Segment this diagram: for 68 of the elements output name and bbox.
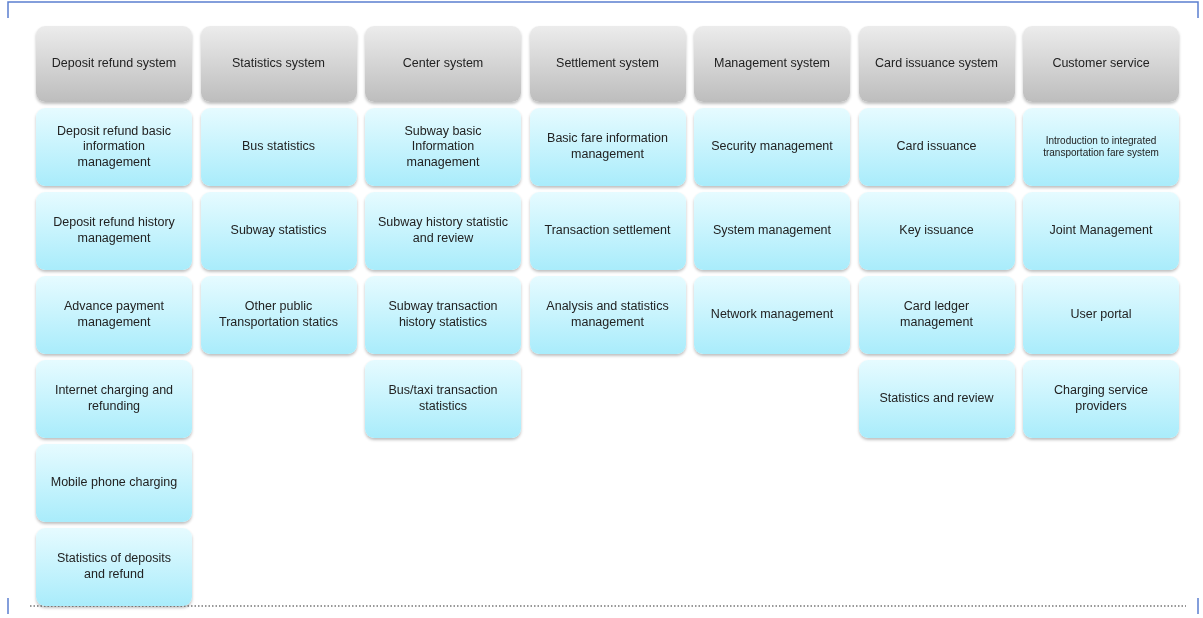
- function-box: [36, 192, 192, 270]
- function-label: Advance payment management: [62, 299, 166, 331]
- function-box: [529, 192, 686, 270]
- system-title: Management system: [714, 56, 830, 72]
- function-label: Subway basic Information management: [403, 123, 483, 171]
- function-label: System management: [712, 223, 832, 239]
- function-label: Analysis and statistics management: [545, 299, 670, 331]
- function-label: Bus statistics: [242, 139, 315, 155]
- function-box: [694, 192, 850, 270]
- system-header-box: [365, 26, 521, 102]
- function-label: Network management: [710, 307, 834, 323]
- function-label: Deposit refund basic information management: [56, 123, 172, 171]
- function-label: Card ledger management: [899, 299, 974, 331]
- function-label: Card issuance: [896, 139, 977, 155]
- function-box: [694, 108, 850, 186]
- function-box: [858, 192, 1015, 270]
- function-label: Security management: [711, 139, 833, 155]
- system-title: Customer service: [1052, 56, 1150, 72]
- function-label: Subway statistics: [230, 223, 327, 239]
- function-label: Internet charging and refunding: [53, 383, 175, 415]
- system-title: Statistics system: [231, 56, 326, 72]
- function-label: Key issuance: [899, 223, 974, 239]
- function-box: [694, 276, 850, 354]
- function-box: [1023, 276, 1179, 354]
- function-box: [36, 528, 192, 606]
- function-label: Basic fare information management: [546, 131, 669, 163]
- function-label: Statistics of deposits and refund: [56, 551, 172, 583]
- function-label: User portal: [1070, 307, 1132, 323]
- function-label: Subway transaction history statistics: [387, 299, 499, 331]
- function-box: [365, 192, 521, 270]
- system-header-box: [1023, 26, 1179, 102]
- function-box: [1023, 108, 1179, 186]
- function-box: [36, 444, 192, 522]
- function-box: [858, 360, 1015, 438]
- function-box: [365, 276, 521, 354]
- system-title: Settlement system: [556, 56, 659, 72]
- function-box: [858, 276, 1015, 354]
- system-header-box: [694, 26, 850, 102]
- function-label: Statistics and review: [879, 391, 994, 407]
- function-box: [365, 360, 521, 438]
- function-box: [529, 276, 686, 354]
- function-box: [365, 108, 521, 186]
- function-label: Bus/taxi transaction statistics: [387, 383, 499, 415]
- function-label: Other public Transportation statics: [218, 299, 339, 331]
- function-box: [36, 108, 192, 186]
- system-header-box: [529, 26, 686, 102]
- system-header-box: [858, 26, 1015, 102]
- function-label: Transaction settlement: [544, 223, 671, 239]
- function-box: [200, 276, 357, 354]
- function-label: Deposit refund history management: [52, 215, 176, 247]
- system-title: Card issuance system: [875, 56, 998, 72]
- function-label: Subway history statistic and review: [377, 215, 509, 247]
- function-box: [36, 276, 192, 354]
- function-box: [36, 360, 192, 438]
- function-label: Mobile phone charging: [50, 475, 178, 491]
- function-box: [858, 108, 1015, 186]
- function-box: [529, 108, 686, 186]
- function-label: Joint Management: [1049, 223, 1153, 239]
- system-title: Center system: [402, 56, 484, 72]
- function-box: [1023, 192, 1179, 270]
- system-header-box: [200, 26, 357, 102]
- system-header-box: [36, 26, 192, 102]
- function-box: [1023, 360, 1179, 438]
- function-label: Introduction to integrated transportation fare system: [1042, 134, 1160, 160]
- function-box: [200, 108, 357, 186]
- system-title: Deposit refund system: [51, 56, 177, 72]
- function-box: [200, 192, 357, 270]
- function-label: Charging service providers: [1053, 383, 1149, 415]
